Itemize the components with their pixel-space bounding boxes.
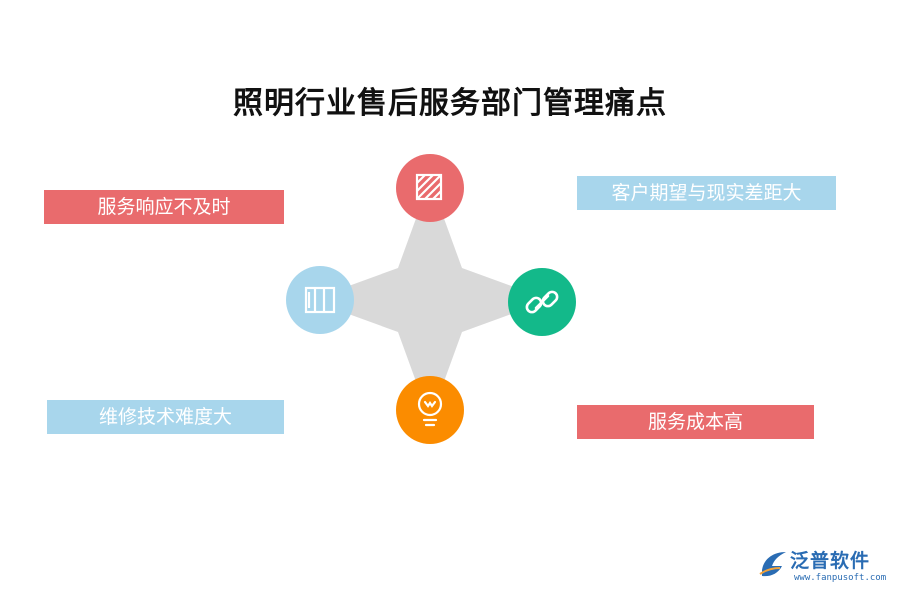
columns-icon	[304, 286, 336, 314]
page-title: 照明行业售后服务部门管理痛点	[233, 86, 667, 121]
node-top	[396, 154, 464, 222]
brand-logo-icon	[759, 552, 786, 577]
brand-url: www.fanpusoft.com	[794, 573, 887, 583]
brand-name: 泛普软件	[790, 550, 871, 572]
brand-watermark: 泛普软件 www.fanpusoft.com	[756, 546, 886, 592]
four-point-star-diagram	[286, 154, 576, 444]
pain-point-label-cost: 服务成本高	[577, 405, 814, 439]
node-bottom	[396, 376, 464, 444]
star-shape	[310, 180, 550, 420]
lightbulb-icon	[417, 391, 443, 427]
node-right	[508, 268, 576, 336]
pain-point-label-expectation: 客户期望与现实差距大	[577, 176, 836, 210]
hatched-square-icon	[415, 173, 443, 201]
link-icon	[525, 290, 559, 314]
pain-point-label-repair: 维修技术难度大	[47, 400, 284, 434]
pain-point-label-response: 服务响应不及时	[44, 190, 284, 224]
node-left	[286, 266, 354, 334]
